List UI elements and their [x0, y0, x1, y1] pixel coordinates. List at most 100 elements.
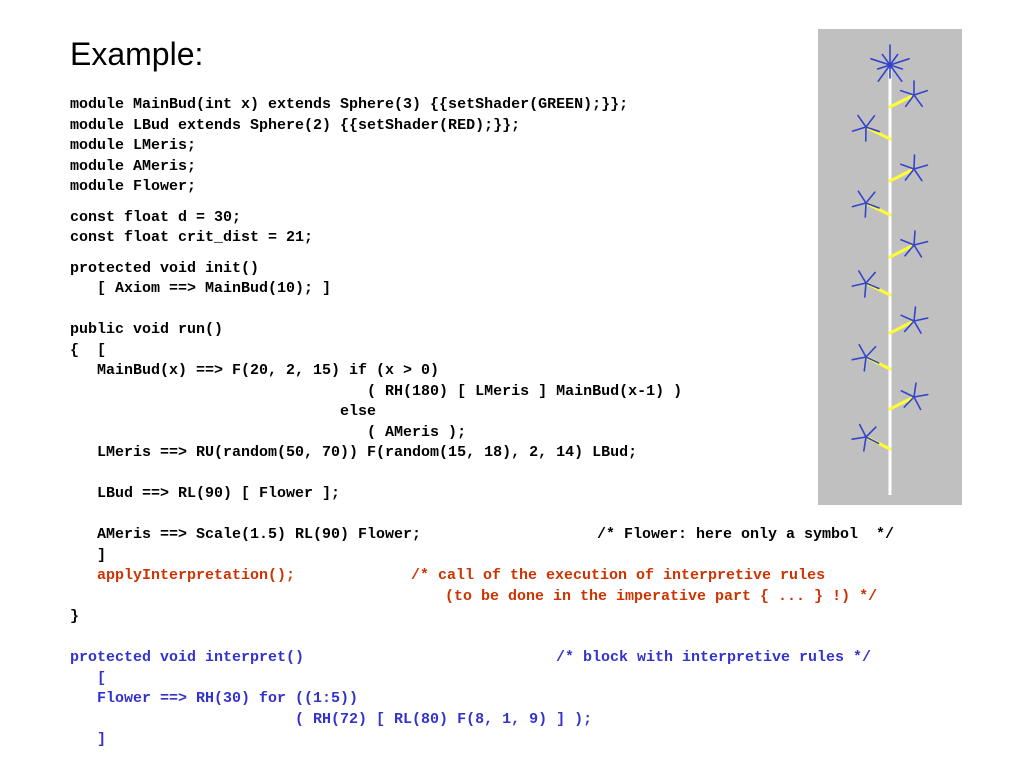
code-line-const-crit-dist: const float crit_dist = 21;	[70, 229, 314, 246]
code-line-rule-lbud: LBud ==> RL(90) [ Flower ];	[70, 485, 341, 502]
code-line-module-flower: module Flower;	[70, 178, 197, 195]
lateral-branch	[888, 243, 916, 259]
flower-petal	[863, 436, 867, 452]
code-line-interpret-signature: protected void interpret()/* block with …	[70, 648, 871, 669]
flower-petal	[851, 436, 867, 440]
code-line-apply-interpretation: applyInterpretation(); /* call of the exe…	[70, 566, 825, 587]
code-line-module-ameris: module AMeris;	[70, 157, 197, 175]
flower-petal	[900, 163, 915, 170]
flower-petal	[865, 282, 880, 290]
code-line-run-open: { [	[70, 341, 107, 359]
lateral-flower-icon	[900, 230, 929, 258]
flower-petal	[876, 64, 891, 70]
flower-petal	[913, 89, 929, 96]
flower-petal	[851, 202, 867, 208]
flower-petal	[889, 64, 903, 82]
code-line-interpret-close: ]	[70, 731, 107, 748]
code-line-run-close-bracket: ]	[70, 546, 107, 564]
code-line-apply-comment: (to be done in the imperative part { ...…	[70, 587, 877, 608]
lateral-flower-icon	[851, 343, 880, 372]
code-comment-apply-1: /* call of the execution of interpretive…	[411, 567, 826, 584]
flower-petal	[851, 356, 867, 361]
code-line-init-body: [ Axiom ==> MainBud(10); ]	[70, 280, 332, 297]
code-rule-ameris-text: AMeris ==> Scale(1.5) RL(90) Flower;	[70, 526, 422, 543]
code-line-init-signature: protected void init()	[70, 259, 260, 277]
lateral-branch	[888, 319, 916, 335]
code-line-run-signature: public void run()	[70, 321, 224, 338]
flower-petal	[904, 168, 915, 181]
flower-petal	[913, 94, 924, 108]
apical-flower-icon	[876, 53, 904, 79]
flower-petal	[865, 191, 876, 204]
flower-petal	[865, 436, 880, 445]
flower-petal	[857, 114, 867, 128]
flower-petal	[913, 306, 917, 322]
flower-petal	[913, 168, 923, 182]
flower-petal	[858, 343, 867, 358]
code-blank-line	[70, 300, 682, 321]
code-line-flower-rule: Flower ==> RH(30) for ((1:5))	[70, 690, 359, 707]
flower-petal	[857, 270, 867, 284]
flower-petal	[904, 244, 915, 257]
flower-petal	[913, 393, 929, 398]
flower-petal	[865, 356, 880, 364]
flower-petal	[851, 282, 867, 287]
code-interpret-sig: protected void interpret()	[70, 649, 305, 666]
code-line-rule-mainbud-then: ( RH(180) [ LMeris ] MainBud(x-1) )	[70, 382, 683, 400]
code-line-rule-ameris: AMeris ==> Scale(1.5) RL(90) Flower; /* F…	[70, 525, 894, 546]
flower-petal	[865, 271, 876, 284]
apical-flower-icon	[870, 44, 910, 82]
flower-petal	[889, 53, 899, 66]
flower-petal	[870, 58, 891, 66]
code-blank-line	[70, 628, 682, 649]
code-line-interpret-open: [	[70, 669, 107, 687]
flower-petal	[903, 320, 915, 333]
lateral-flower-icon	[851, 423, 880, 452]
flower-petal	[863, 356, 867, 372]
flower-petal	[881, 53, 891, 66]
code-line-rule-lmeris: LMeris ==> RU(random(50, 70)) F(random(1…	[70, 444, 638, 461]
lateral-branch	[888, 93, 916, 109]
flower-petal	[913, 240, 929, 246]
code-line-run-close-brace: }	[70, 608, 80, 625]
flower-petal	[899, 89, 915, 96]
flower-petal	[857, 190, 867, 204]
lateral-flower-icon	[900, 154, 929, 182]
code-line-module-lmeris: module LMeris;	[70, 137, 197, 154]
flower-petal	[851, 126, 867, 132]
code-line-rule-else-body: ( AMeris );	[70, 423, 467, 441]
flower-petal	[865, 345, 877, 358]
code-line-const-d: const float d = 30;	[70, 208, 242, 226]
code-line-flower-rule-body: ( RH(72) [ RL(80) F(8, 1, 9) ] );	[70, 710, 593, 728]
code-line-module-lbud: module LBud extends Sphere(2) {{setShade…	[70, 116, 521, 134]
code-gap	[70, 198, 682, 208]
flower-petal	[913, 230, 916, 246]
code-apply-call: applyInterpretation();	[70, 567, 296, 584]
plant-rendering	[851, 44, 929, 495]
code-listing: module MainBud(int x) extends Sphere(3) …	[70, 95, 894, 751]
flower-petal	[889, 64, 904, 70]
flower-petal	[913, 164, 929, 170]
lateral-branch	[888, 167, 916, 183]
flower-petal	[864, 202, 867, 218]
code-gap	[70, 249, 682, 259]
lateral-flower-icon	[900, 382, 929, 411]
flower-petal	[913, 320, 922, 334]
flower-petal	[865, 426, 877, 438]
flower-petal	[913, 317, 929, 322]
flower-petal	[865, 126, 881, 133]
code-comment-flower-symbol: /* Flower: here only a symbol */	[597, 526, 895, 543]
lateral-flower-icon	[851, 114, 881, 142]
flower-petal	[900, 314, 915, 322]
code-line-rule-mainbud: MainBud(x) ==> F(20, 2, 15) if (x > 0)	[70, 362, 440, 379]
code-comment-apply-2: (to be done in the imperative part { ...…	[445, 587, 878, 605]
flower-petal	[900, 390, 915, 398]
flower-petal	[904, 94, 915, 108]
flower-petal	[903, 396, 915, 408]
code-line-module-mainbud: module MainBud(int x) extends Sphere(3) …	[70, 96, 629, 113]
flower-petal	[865, 115, 876, 128]
code-blank-line	[70, 505, 682, 526]
lateral-flower-icon	[851, 270, 880, 298]
flower-petal	[863, 282, 867, 298]
plant-rendering-panel	[818, 29, 962, 505]
